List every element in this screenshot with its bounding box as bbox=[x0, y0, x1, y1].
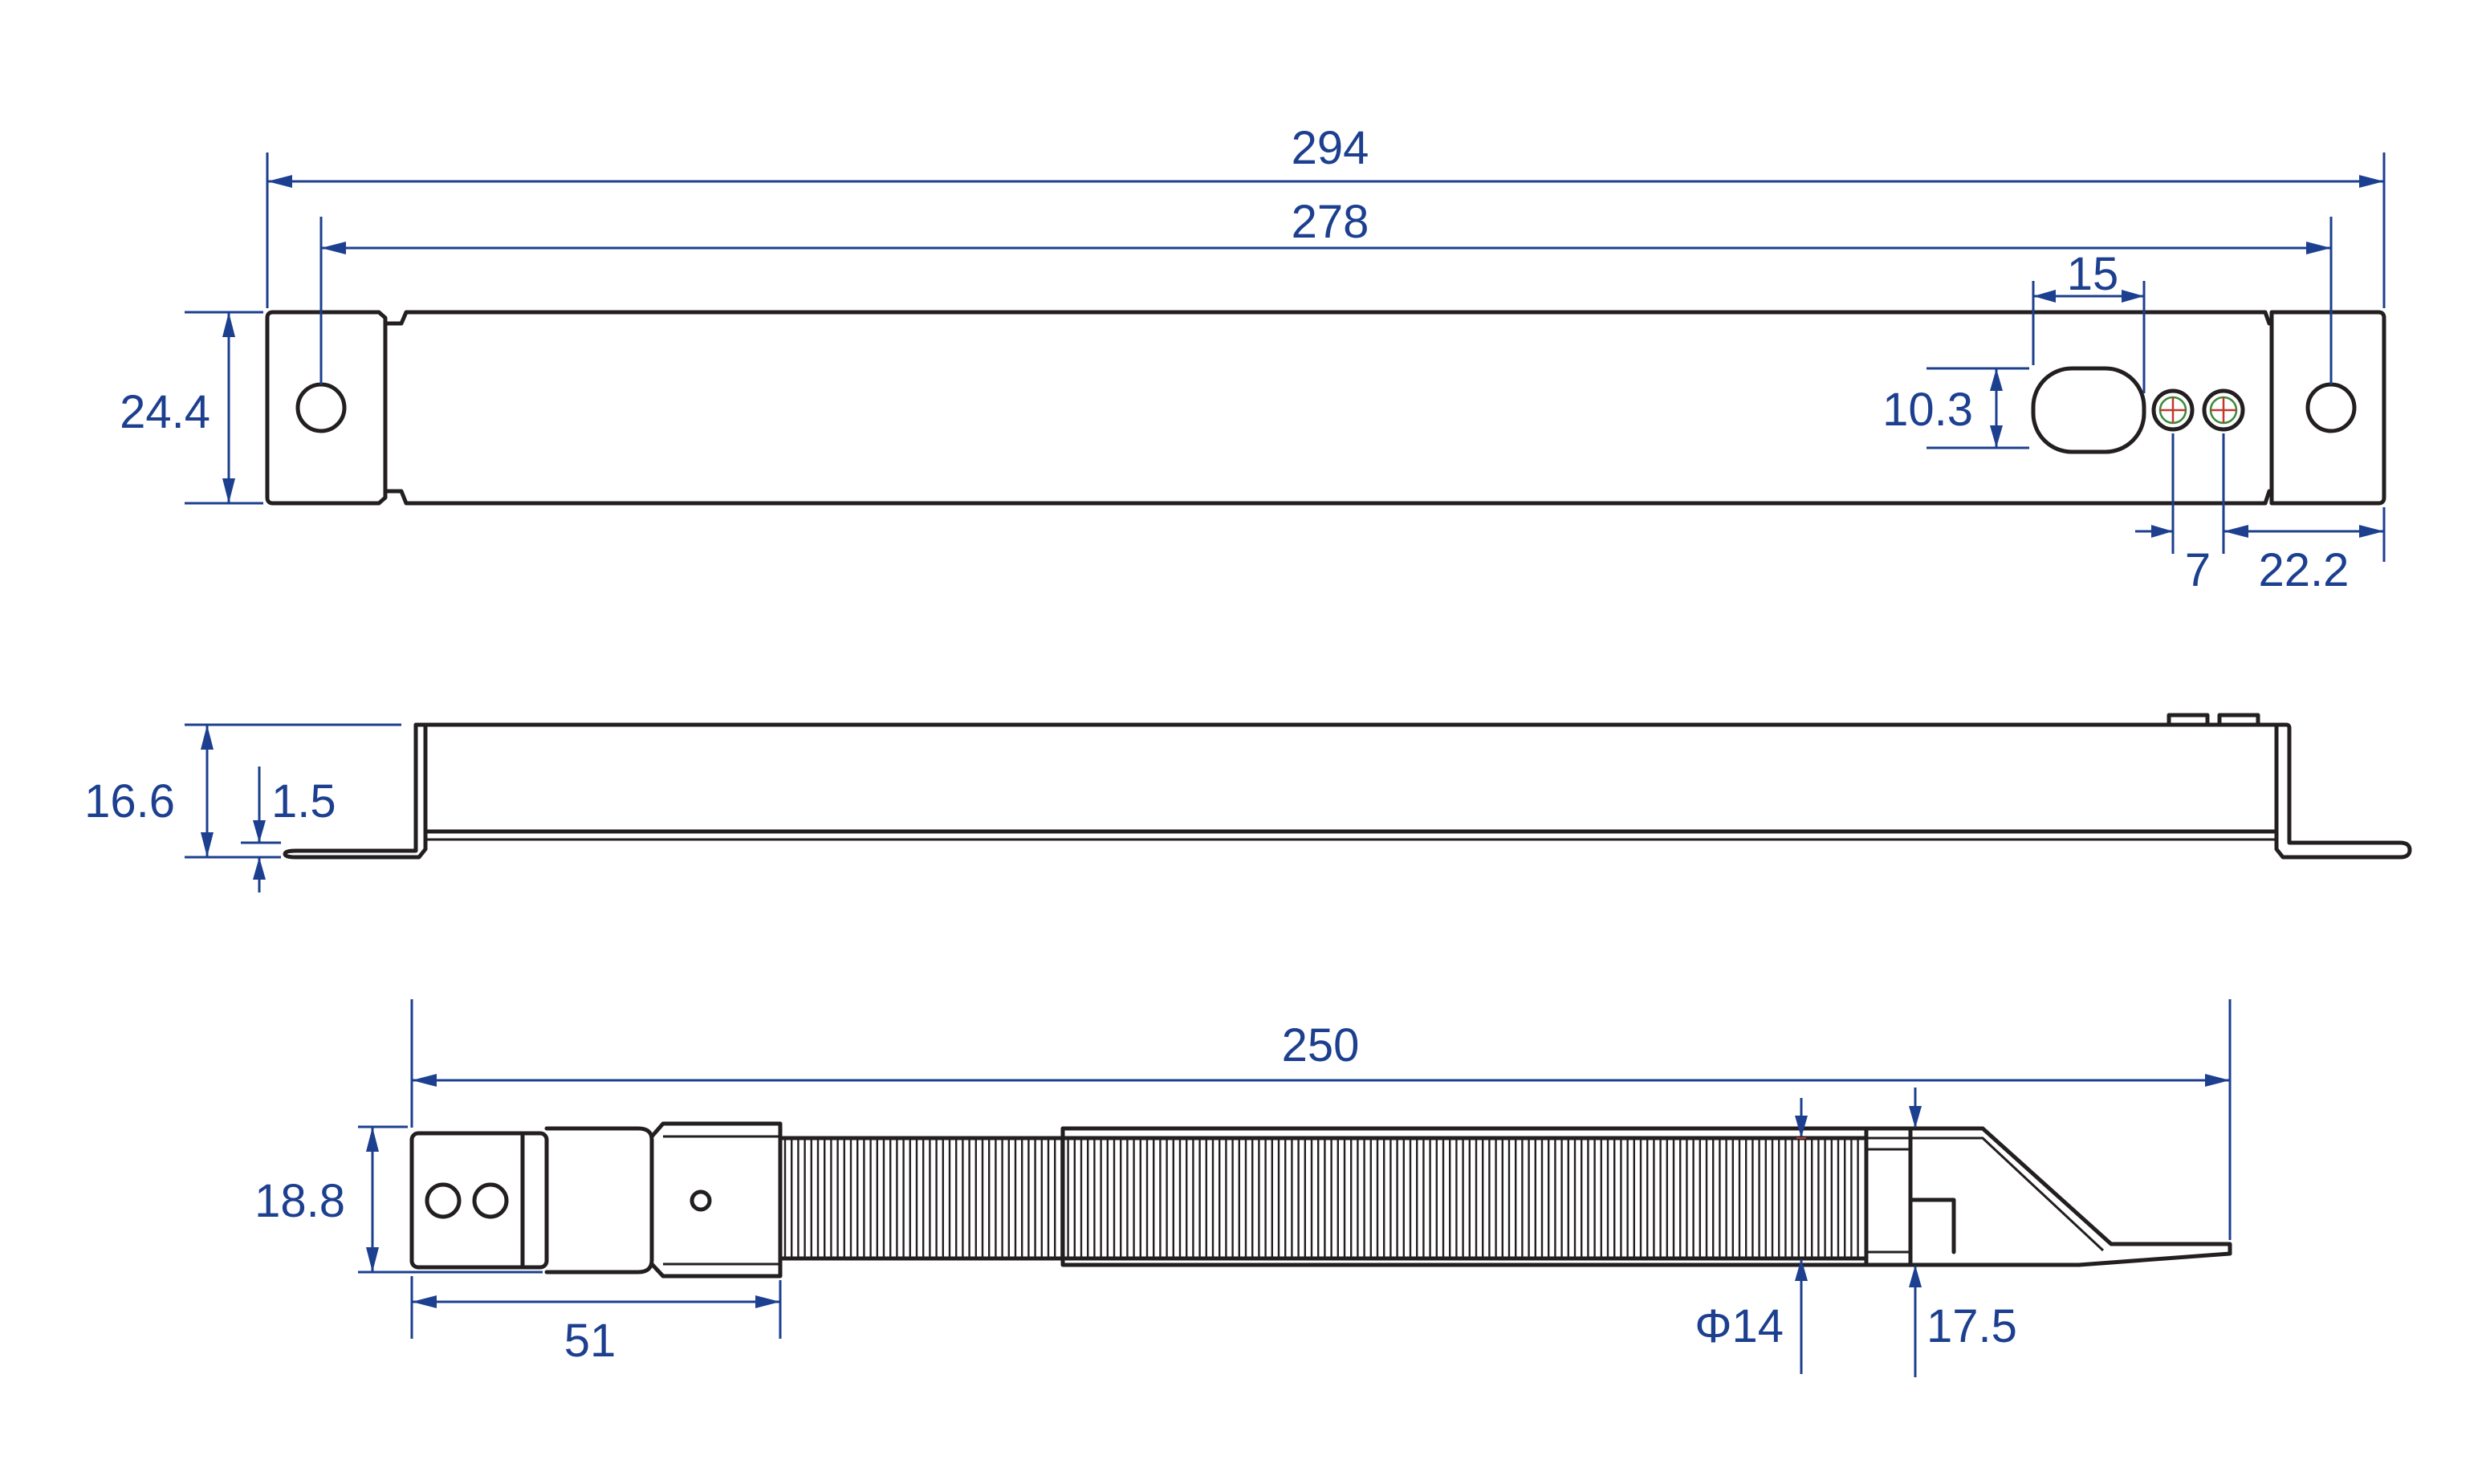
label-24-4: 24.4 bbox=[120, 386, 210, 438]
dimension-51: 51 bbox=[410, 1276, 782, 1367]
dimension-10-3: 10.3 bbox=[1882, 367, 2029, 449]
dimension-1-5: 1.5 bbox=[241, 766, 336, 892]
label-1-5: 1.5 bbox=[271, 775, 336, 827]
led-indicator-1 bbox=[2151, 388, 2195, 432]
dimension-17-5: 17.5 bbox=[1909, 1088, 2017, 1377]
label-294: 294 bbox=[1292, 122, 1369, 174]
top-view-outline bbox=[265, 310, 2386, 506]
label-10-3: 10.3 bbox=[1882, 384, 1973, 436]
label-18-8: 18.8 bbox=[254, 1175, 345, 1227]
connector bbox=[409, 1121, 783, 1279]
right-mount-hole bbox=[2305, 382, 2357, 433]
end-bracket bbox=[1060, 1126, 2232, 1267]
corrugated-hose bbox=[778, 1136, 1869, 1261]
dimension-7: 7 bbox=[2135, 433, 2248, 596]
label-16-6: 16.6 bbox=[84, 775, 175, 827]
label-278: 278 bbox=[1292, 196, 1369, 248]
dimension-24-4: 24.4 bbox=[120, 311, 263, 505]
dimension-15: 15 bbox=[2032, 248, 2146, 393]
dimension-22-2: 22.2 bbox=[2224, 507, 2386, 596]
dimension-278: 278 bbox=[319, 196, 2333, 384]
dimension-250: 250 bbox=[410, 999, 2232, 1240]
dimension-hose-diameter: Φ14 bbox=[1695, 1098, 1808, 1374]
oval-cutout bbox=[2031, 366, 2146, 454]
dimension-16-6: 16.6 bbox=[84, 723, 401, 859]
label-7: 7 bbox=[2185, 544, 2211, 596]
dimension-18-8: 18.8 bbox=[254, 1125, 543, 1274]
label-15: 15 bbox=[2067, 248, 2119, 300]
led-indicator-2 bbox=[2202, 388, 2245, 432]
left-mount-hole bbox=[295, 382, 347, 433]
label-17-5: 17.5 bbox=[1926, 1300, 2017, 1352]
bottom-view: 250 18.8 51 Φ14 bbox=[254, 999, 2232, 1377]
dimension-294: 294 bbox=[266, 122, 2386, 308]
label-250: 250 bbox=[1282, 1019, 1360, 1071]
label-hose-diameter: Φ14 bbox=[1695, 1300, 1784, 1352]
label-22-2: 22.2 bbox=[2259, 544, 2350, 596]
label-51: 51 bbox=[564, 1315, 616, 1367]
top-view: 294 278 24.4 15 bbox=[120, 122, 2386, 596]
side-view-outline bbox=[283, 713, 2412, 860]
side-view: 16.6 1.5 bbox=[84, 713, 2412, 892]
